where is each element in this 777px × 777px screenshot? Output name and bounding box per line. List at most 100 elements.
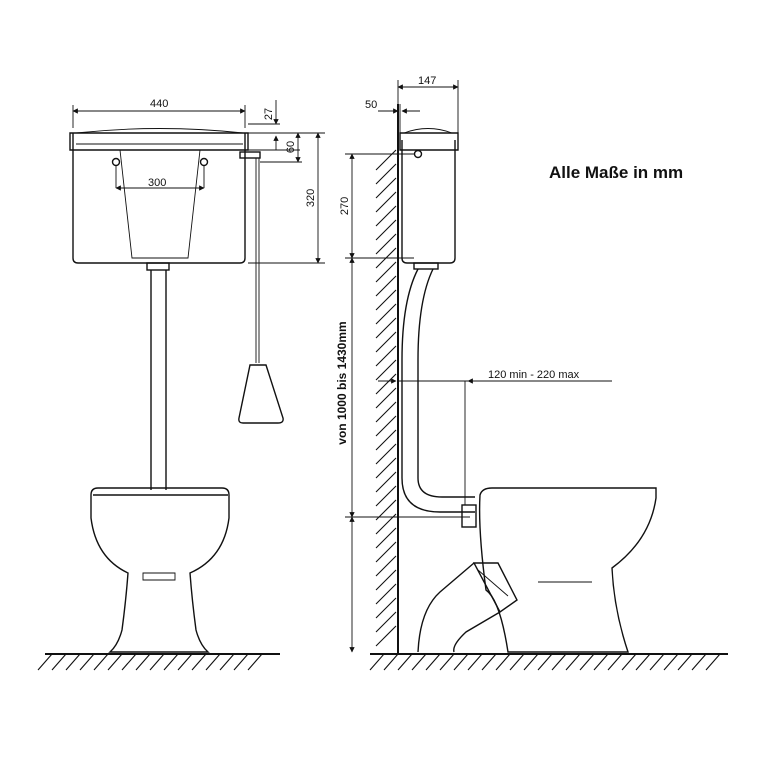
dim-top-stack: 147 50: [365, 75, 459, 133]
hatch-stroke: [375, 219, 397, 241]
hatch-stroke: [149, 653, 165, 671]
hatch-stroke: [107, 653, 123, 671]
hatch-stroke: [375, 163, 397, 185]
hatch-stroke: [205, 653, 221, 671]
hatch-stroke: [233, 653, 249, 671]
hatch-stroke: [579, 653, 595, 671]
hatch-stroke: [467, 653, 483, 671]
hatch-stroke: [677, 653, 693, 671]
hatch-stroke: [51, 653, 67, 671]
dim-50-label: 50: [365, 99, 377, 111]
hatch-stroke: [177, 653, 193, 671]
hatch-stroke: [135, 653, 151, 671]
hatch-stroke: [65, 653, 81, 671]
hatch-stroke: [375, 233, 397, 255]
hatch-stroke: [537, 653, 553, 671]
dim-mounting-height: von 1000 bis 1430mm: [335, 257, 470, 653]
hatch-stroke: [191, 653, 207, 671]
pull-handle: [238, 158, 284, 424]
hatch-stroke: [375, 205, 397, 227]
hatch-stroke: [375, 331, 397, 353]
hatch-stroke: [375, 597, 397, 619]
hatch-stroke: [375, 443, 397, 465]
hatch-stroke: [375, 471, 397, 493]
hatch-stroke: [369, 653, 385, 671]
hatch-stroke: [495, 653, 511, 671]
front-toilet-bowl: [90, 487, 230, 653]
hatch-stroke: [425, 653, 441, 671]
hatch-stroke: [375, 555, 397, 577]
front-cistern: [69, 128, 261, 264]
dim-147-label: 147: [418, 75, 436, 87]
hatch-stroke: [375, 611, 397, 633]
hatch-stroke: [93, 653, 109, 671]
hatch-stroke: [375, 569, 397, 591]
dim-270: 270: [339, 153, 414, 259]
hatch-stroke: [649, 653, 665, 671]
hatch-stroke: [621, 653, 637, 671]
side-floor-hatch: [369, 653, 721, 671]
hatch-stroke: [375, 415, 397, 437]
hatch-stroke: [663, 653, 679, 671]
dim-320-label: 320: [305, 189, 317, 207]
hatch-stroke: [397, 653, 413, 671]
dim-440-label: 440: [150, 98, 168, 110]
hatch-stroke: [375, 261, 397, 283]
hatch-stroke: [37, 653, 53, 671]
fixing-hole-right-icon: [199, 157, 209, 167]
dim-300-label: 300: [148, 177, 166, 189]
hatch-stroke: [375, 289, 397, 311]
hatch-stroke: [79, 653, 95, 671]
hatch-stroke: [375, 457, 397, 479]
hatch-stroke: [523, 653, 539, 671]
hatch-stroke: [247, 653, 263, 671]
hatch-stroke: [383, 653, 399, 671]
front-flush-pipe: [146, 262, 170, 490]
side-fixing-hole-icon: [413, 149, 423, 159]
hatch-stroke: [439, 653, 455, 671]
hatch-stroke: [607, 653, 623, 671]
hatch-stroke: [163, 653, 179, 671]
offset-range-label: 120 min - 220 max: [488, 369, 580, 381]
hatch-stroke: [375, 373, 397, 395]
hatch-stroke: [565, 653, 581, 671]
side-toilet-bowl: [417, 487, 657, 653]
hatch-stroke: [509, 653, 525, 671]
side-view: 147 50 270 von 1000 bis 1430mm 120 m: [335, 75, 728, 671]
hatch-stroke: [375, 429, 397, 451]
hatch-stroke: [375, 359, 397, 381]
dim-60-label: 60: [285, 141, 297, 153]
hatch-stroke: [375, 303, 397, 325]
hatch-stroke: [375, 317, 397, 339]
hatch-stroke: [635, 653, 651, 671]
hatch-stroke: [481, 653, 497, 671]
hatch-stroke: [593, 653, 609, 671]
hatch-stroke: [375, 387, 397, 409]
hatch-stroke: [375, 541, 397, 563]
hatch-stroke: [375, 527, 397, 549]
front-floor-hatch: [37, 653, 263, 671]
hatch-stroke: [121, 653, 137, 671]
hatch-stroke: [691, 653, 707, 671]
hatch-stroke: [375, 583, 397, 605]
hatch-stroke: [219, 653, 235, 671]
hatch-stroke: [375, 345, 397, 367]
front-view: 440 27 60 320 300: [37, 98, 325, 671]
units-note: Alle Maße in mm: [549, 163, 683, 182]
hatch-stroke: [375, 177, 397, 199]
hatch-stroke: [411, 653, 427, 671]
hatch-stroke: [551, 653, 567, 671]
hatch-stroke: [375, 485, 397, 507]
dim-27-label: 27: [263, 108, 275, 120]
hatch-stroke: [375, 625, 397, 647]
mounting-height-label: von 1000 bis 1430mm: [335, 321, 349, 444]
side-flush-pipe: [401, 268, 477, 528]
hatch-stroke: [375, 191, 397, 213]
dim-440: 440: [72, 98, 246, 128]
dim-270-label: 270: [339, 197, 351, 215]
side-cistern: [399, 128, 459, 270]
wall-hatch: [375, 149, 397, 647]
dim-right-stack: 27 60 320: [248, 100, 325, 264]
dim-offset: 120 min - 220 max: [378, 369, 612, 505]
